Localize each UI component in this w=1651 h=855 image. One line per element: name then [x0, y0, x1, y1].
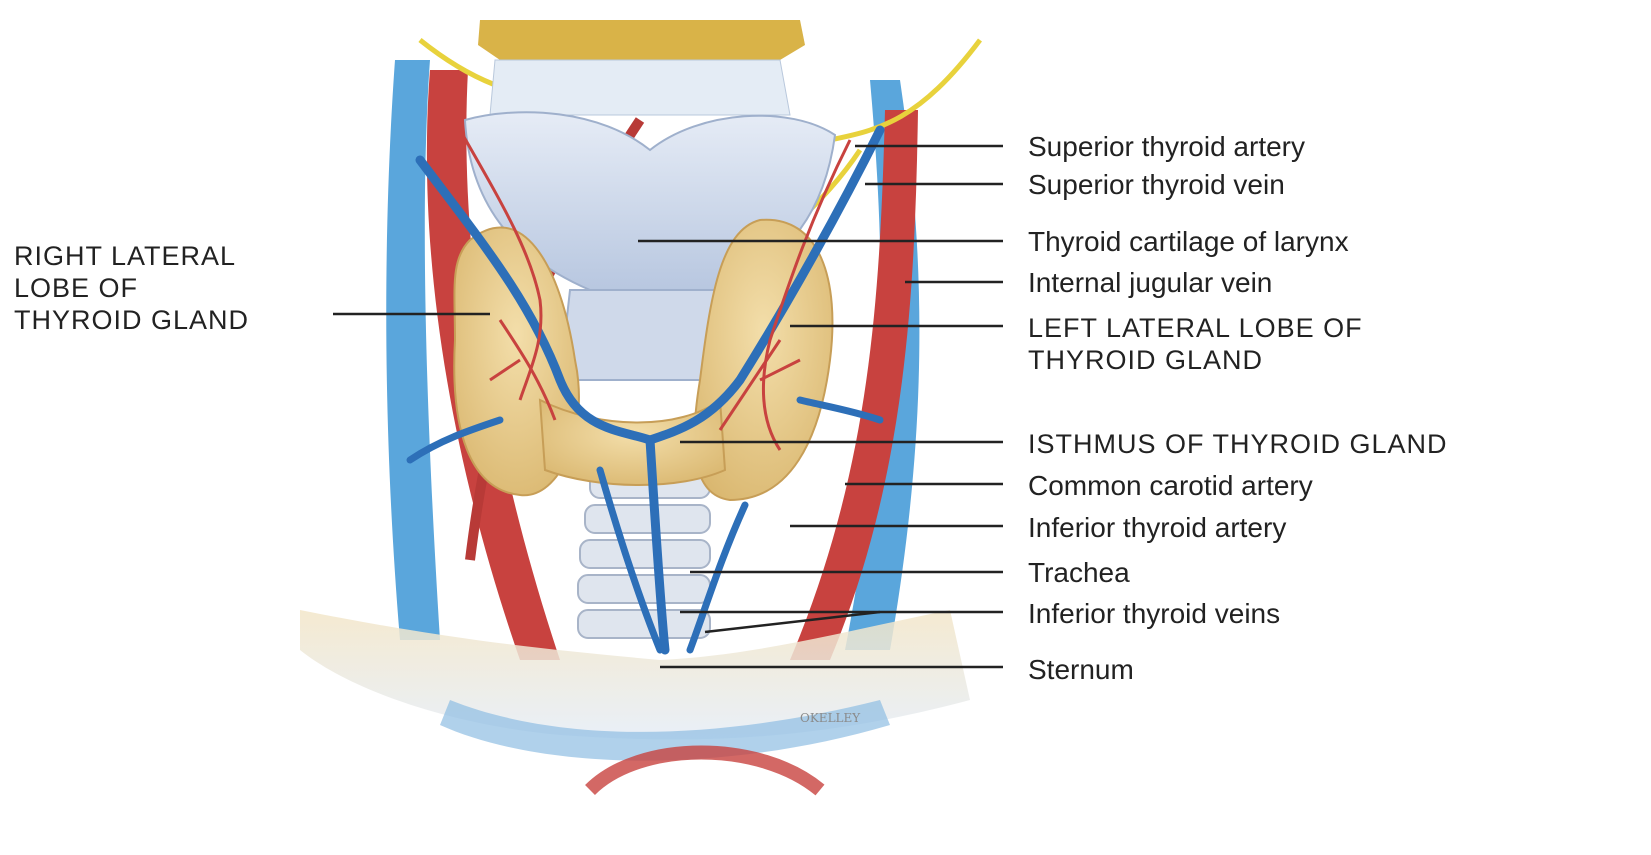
label-superior-thyroid-vein: Superior thyroid vein	[1028, 169, 1285, 201]
label-inferior-thyroid-artery: Inferior thyroid artery	[1028, 512, 1286, 544]
label-common-carotid-artery: Common carotid artery	[1028, 470, 1313, 502]
label-superior-thyroid-artery: Superior thyroid artery	[1028, 131, 1305, 163]
hyoid-bone	[478, 20, 805, 60]
label-internal-jugular-vein: Internal jugular vein	[1028, 267, 1272, 299]
artist-signature: OKELLEY	[800, 711, 861, 725]
label-trachea: Trachea	[1028, 557, 1130, 589]
label-thyroid-cartilage: Thyroid cartilage of larynx	[1028, 226, 1349, 258]
label-right-lateral-lobe: RIGHT LATERAL LOBE OF THYROID GLAND	[14, 240, 249, 336]
thyrohyoid-membrane	[490, 60, 790, 115]
label-inferior-thyroid-veins: Inferior thyroid veins	[1028, 598, 1280, 630]
label-isthmus: ISTHMUS OF THYROID GLAND	[1028, 428, 1448, 460]
label-left-lateral-lobe: LEFT LATERAL LOBE OF THYROID GLAND	[1028, 312, 1363, 376]
label-sternum: Sternum	[1028, 654, 1134, 686]
